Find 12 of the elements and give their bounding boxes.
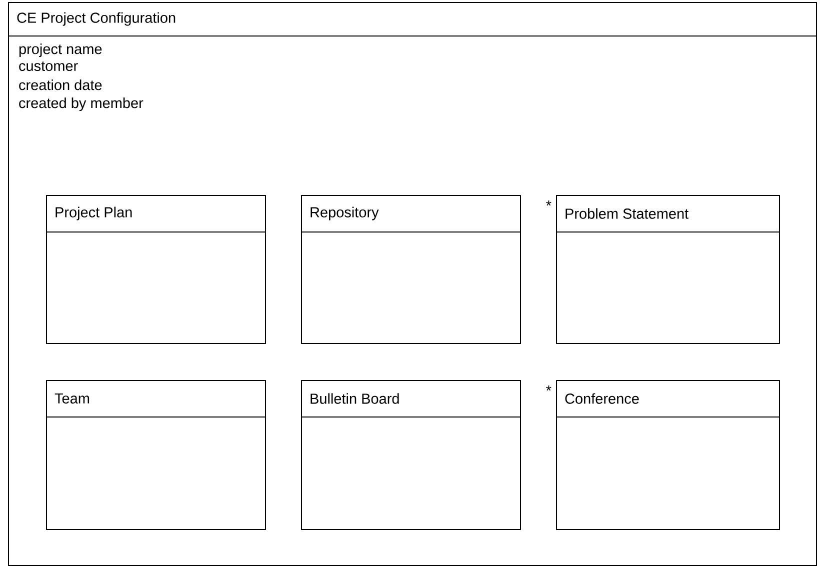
multiplicity-label: * xyxy=(546,386,552,391)
class-box: Conference xyxy=(556,380,780,530)
class-box: Repository xyxy=(300,195,521,344)
attribute-text: created by member xyxy=(19,98,144,112)
attribute-text: project name xyxy=(19,44,102,58)
attribute-text: customer xyxy=(19,62,78,72)
class-box: Project Plan xyxy=(46,195,266,344)
class-box: Team xyxy=(46,380,266,530)
class-box: Bulletin Board xyxy=(300,380,521,530)
attribute-text: creation date xyxy=(19,80,102,90)
multiplicity-label: * xyxy=(546,200,552,206)
class-box: Problem Statement xyxy=(556,195,780,344)
